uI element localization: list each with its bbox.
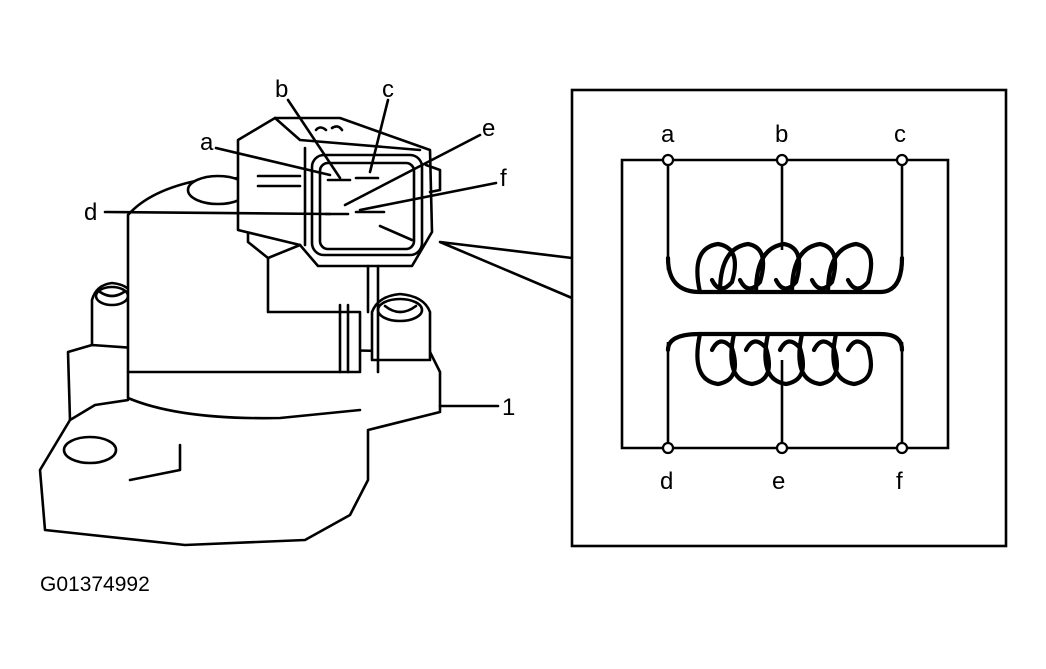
schematic-frame xyxy=(570,88,1008,548)
upper-coil xyxy=(665,160,905,295)
figure-code: G01374992 xyxy=(40,573,150,596)
terminal-a-dot xyxy=(661,153,675,167)
callout-label-d: d xyxy=(84,199,97,226)
callout-label-b: b xyxy=(275,76,288,103)
terminal-d-dot xyxy=(661,441,675,455)
mounting-flange xyxy=(38,343,442,547)
terminal-c-dot xyxy=(895,153,909,167)
terminal-e-dot xyxy=(775,441,789,455)
terminal-b-dot xyxy=(775,153,789,167)
schematic-outer-loop xyxy=(620,158,950,450)
terminal-f-dot xyxy=(895,441,909,455)
callout-label-e: e xyxy=(482,115,495,142)
schematic-inset: a b c d e f xyxy=(570,88,1008,548)
right-bolt xyxy=(370,292,432,362)
lower-coil xyxy=(665,331,905,448)
callout-label-f: f xyxy=(500,165,507,192)
terminal-label-c: c xyxy=(894,121,906,148)
terminal-label-f: f xyxy=(896,468,903,495)
callout-label-part-1: 1 xyxy=(502,394,515,421)
bolt-hole xyxy=(62,435,118,465)
terminal-label-b: b xyxy=(775,121,788,148)
callout-label-c: c xyxy=(382,76,394,103)
callout-label-a: a xyxy=(200,129,214,156)
connector-housing xyxy=(236,116,442,374)
terminal-label-d: d xyxy=(660,468,673,495)
terminal-label-e: e xyxy=(772,468,785,495)
component-illustration xyxy=(38,98,574,547)
callout-leaders xyxy=(103,98,500,408)
terminal-label-a: a xyxy=(661,121,675,148)
zoom-pointer xyxy=(438,240,574,300)
